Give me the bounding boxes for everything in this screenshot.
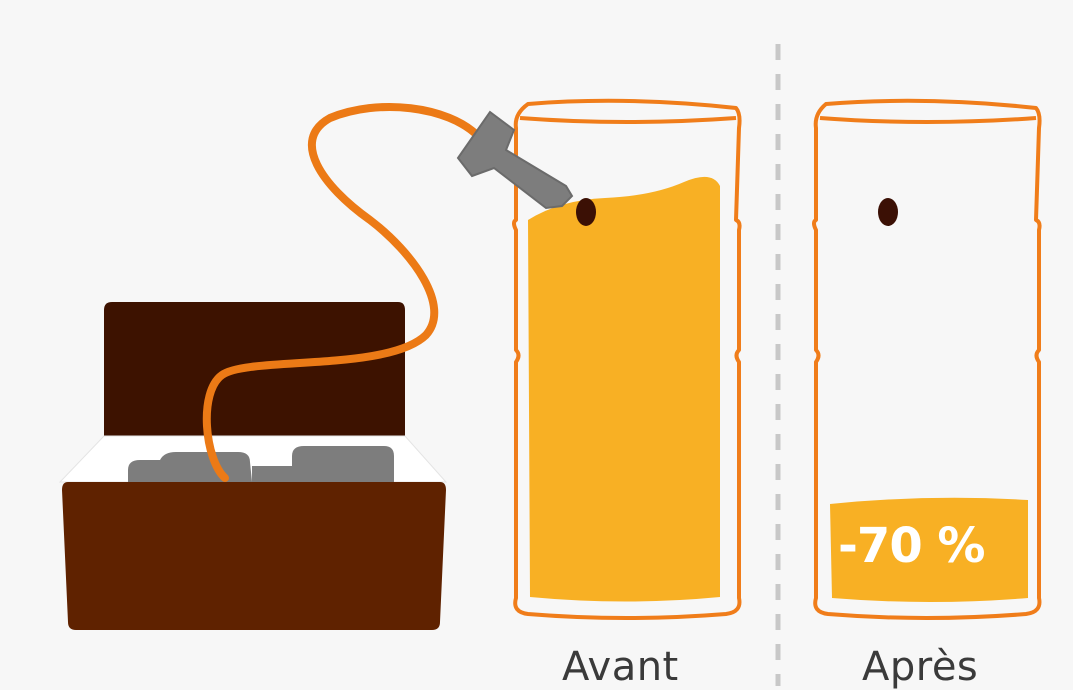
reduction-badge: -70 % (838, 518, 985, 574)
cylinder-before-fill (528, 177, 720, 602)
toolbox-body (62, 482, 446, 630)
label-before: Avant (562, 644, 679, 690)
injection-hole-after-icon (878, 198, 898, 226)
label-after: Après (862, 644, 978, 690)
injection-hole-icon (576, 198, 596, 226)
